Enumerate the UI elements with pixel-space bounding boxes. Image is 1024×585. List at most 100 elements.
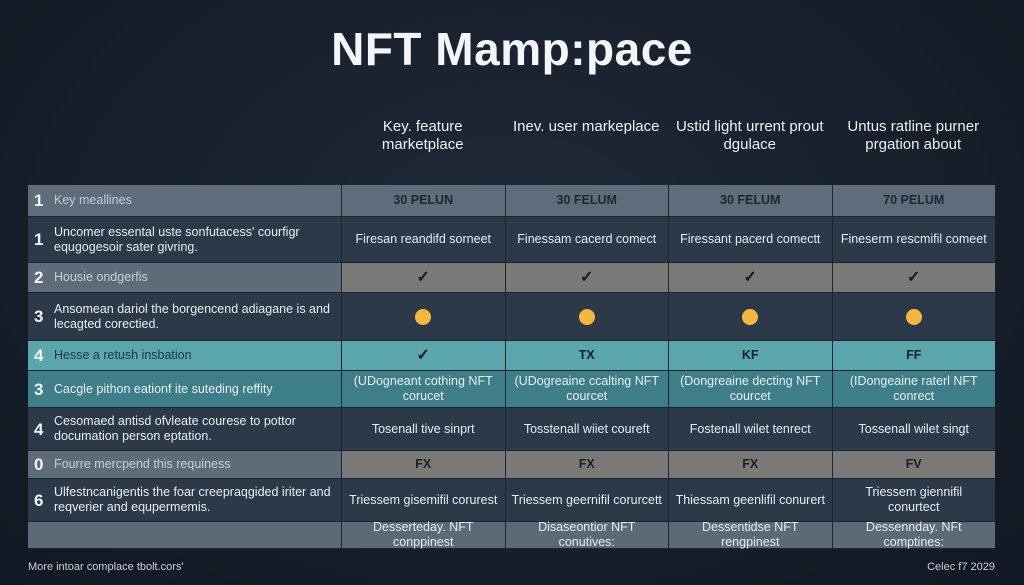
cell-text: 30 PELUN [393,193,454,207]
checkmark-icon: ✓ [580,269,594,286]
cell-text: Triessem giennifil conurtect [865,485,963,514]
cell-text: (UDogneant cothing NFT corucet [353,374,493,403]
table-cell: Fostenall wilet tenrect [668,408,832,450]
table-cell: 30 PELUN [341,185,505,216]
table-cell: Fineserm rescmifil comeet [831,217,996,262]
cell-text: FX [415,457,432,471]
row-number: 3 [34,379,44,399]
table-cell: Triessem gisemifil corurest [341,479,505,521]
row-number: 6 [34,490,44,510]
table-cell: ✓ [341,263,505,292]
table-cell: Dessennday. NFt comptines: [831,520,996,549]
row-label: Fourre mercpend this requiness [54,457,231,471]
table-cell: Dessentidse NFT rengpinest [668,520,832,549]
row-label-cell: 0 Fourre mercpend this requiness [28,451,341,478]
table-row: Desserteday. NFT conppinest Disaseontior … [28,520,996,549]
table-cell: (UDogneant cothing NFT corucet [341,371,505,407]
row-number: 0 [34,455,44,474]
row-label: Housie ondgerfis [54,270,148,284]
row-label: Ulfestncanigentis the foar creepraqgided… [54,485,331,514]
table-cell [504,293,669,340]
cell-text: TX [578,348,595,362]
table-row: 6 Ulfestncanigentis the foar creepraqgide… [28,479,995,522]
table-cell: ✓ [831,263,995,292]
page-title: NFT Mamp:pace [331,23,693,75]
cell-text: Desserteday. NFT conppinest [373,520,474,549]
table-cell: 30 FELUM [668,185,832,216]
cell-text: Firessant pacerd comectt [680,232,821,246]
row-label-cell: 6 Ulfestncanigentis the foar creepraqgide… [28,479,341,521]
row-label: Hesse a retush insbation [54,348,192,362]
cell-text: Tossenall wilet singt [858,421,969,436]
column-headers: Key. feature marketplace Inev. user mark… [341,118,995,154]
table-cell: Tossenall wilet singt [831,408,996,450]
checkmark-icon: ✓ [743,269,757,286]
row-number: 1 [34,191,44,210]
footer-note: More intoar complace tbolt.cors' [28,561,184,573]
row-label-cell [28,522,341,548]
table-cell [341,293,505,340]
row-label: Cesomaed antisd ofvleate courese to pott… [54,414,296,443]
cell-text: FV [905,457,922,471]
table-cell: KF [668,341,832,370]
table-cell: FX [504,451,668,478]
cell-text: (Dongreaine decting NFT courcet [680,374,821,403]
table-cell: FX [341,451,505,478]
cell-text: Dessentidse NFT rengpinest [701,520,799,549]
cell-text: Thiessam geenlifil conurert [675,492,825,507]
table-cell: Triessem giennifil conurtect [831,479,996,521]
table-cell [668,293,832,340]
cell-text: (IDongeaine raterl NFT conrect [849,374,978,403]
status-dot-icon [742,308,759,325]
row-label: Ansomean dariol the borgencend adiagane … [54,301,330,331]
status-dot-icon [905,308,922,325]
status-dot-icon [578,308,595,325]
table-cell: Firesan reandifd sorneet [341,217,505,262]
table-cell: Desserteday. NFT conppinest [341,520,505,549]
table-cell: (Dongreaine decting NFT courcet [668,371,832,407]
column-header: Ustid light urrent prout dgulace [675,118,824,153]
cell-text: FX [742,457,759,471]
column-header: Key. feature marketplace [381,118,464,153]
footer-date: Celec f7 2029 [927,561,995,573]
row-label: Cacgle pithon eationf ite suteding reffi… [54,381,273,396]
table-cell: Thiessam geenlifil conurert [668,479,832,521]
cell-text: Dessennday. NFt comptines: [865,520,962,549]
cell-text: KF [741,348,759,362]
table-cell: 30 FELUM [504,185,669,216]
table-cell: Tosenall tive sinprt [341,408,505,450]
table-cell: TX [504,341,669,370]
cell-text: Tosstenall wiiet coureft [523,421,650,436]
column-header: Untus ratline purner prgation about [847,118,980,153]
table-cell [831,293,996,340]
table-cell: ✓ [668,263,832,292]
row-label: Uncomer essental uste sonfutacess' courf… [54,224,300,254]
cell-text: Triessem gisemifil corurest [349,492,498,507]
table-cell: ✓ [504,263,668,292]
table-row: 0 Fourre mercpend this requiness FX FX FX FV [28,451,995,479]
table-cell: Disaseontior NFT conutives: [504,520,669,549]
table-cell: (IDongeaine raterl NFT conrect [831,371,996,407]
table-cell: 70 PELUM [831,185,996,216]
cell-text: (UDogreaine ccalting NFT courcet [514,374,660,403]
table-cell: Firessant pacerd comectt [668,217,832,262]
cell-text: Triessem geernifil corurcett [511,492,662,507]
table-cell: Finessam cacerd comect [504,217,669,262]
cell-text: Disaseontior NFT conutives: [538,520,636,549]
row-label-cell: 3 Cacgle pithon eationf ite suteding reff… [28,371,341,407]
table-cell: ✓ [341,341,505,370]
checkmark-icon: ✓ [416,269,430,286]
table-cell: FV [831,451,995,478]
row-label: Key meallines [54,193,132,207]
table-cell: FF [831,341,996,370]
table-cell: FX [668,451,832,478]
